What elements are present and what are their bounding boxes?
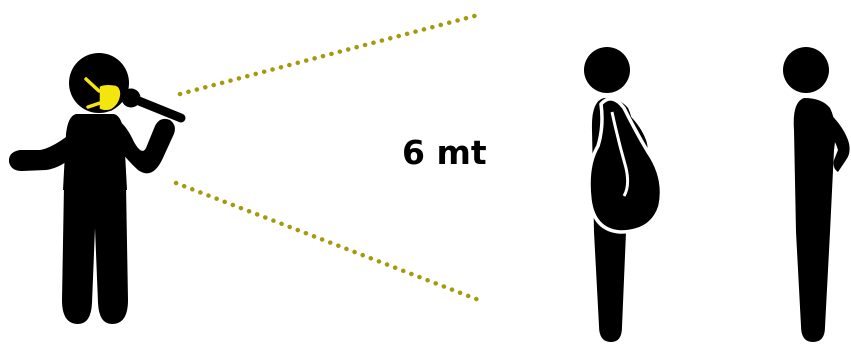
distance-label: 6 mt xyxy=(402,133,487,173)
listener-1-head xyxy=(584,47,630,93)
listener-2-head xyxy=(783,47,829,93)
sound-cone-upper-line xyxy=(180,14,482,94)
person-with-bag-icon xyxy=(584,47,662,342)
person-singing-icon xyxy=(9,53,181,324)
microphone-icon xyxy=(122,89,182,119)
person-icon xyxy=(783,47,850,342)
sound-cone-lower-line xyxy=(176,183,484,302)
listener-2-body xyxy=(794,98,836,342)
singer-legs xyxy=(62,185,128,324)
